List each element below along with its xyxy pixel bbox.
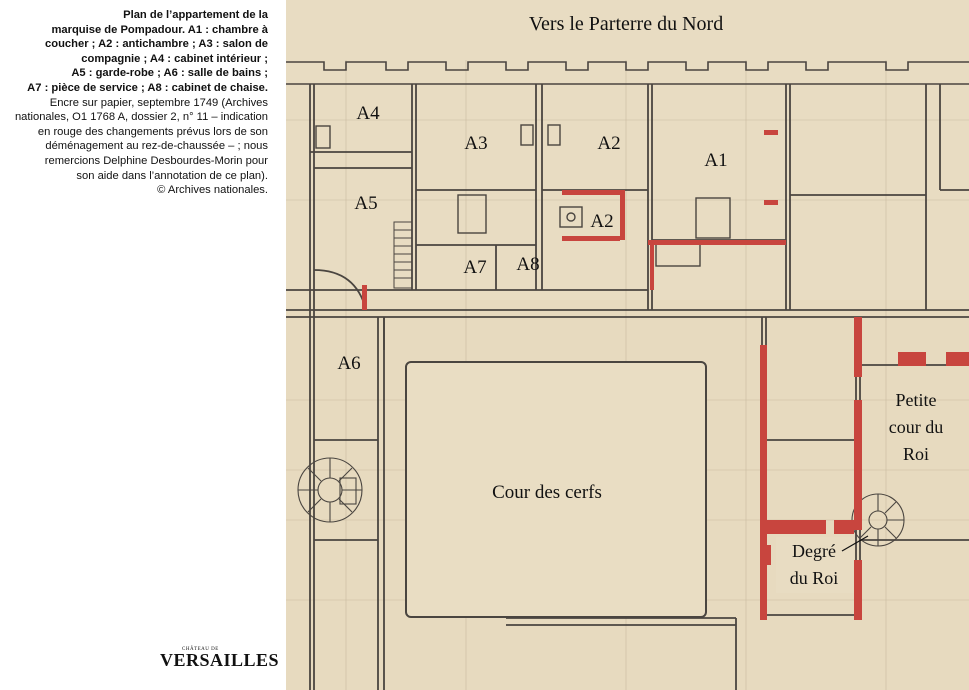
logo-big-text: VERSAILLES [160,650,280,670]
caption-text-3: en rouge des changements prévus lors de … [37,125,268,138]
caption: Plan de l’appartement de la marquise de … [6,8,268,198]
versailles-logo: CHÂTEAU DE VERSAILLES [160,645,279,673]
spiral-staircase-west [297,457,363,523]
label-a1: A1 [704,150,727,171]
logo-small-text: CHÂTEAU DE [182,647,219,652]
label-a7: A7 [463,257,486,278]
degre-pointer [841,535,869,552]
caption-bold-1: Plan de l’appartement de la [123,9,268,21]
label-petite-cour-3: Roi [903,444,929,464]
label-a4: A4 [356,103,380,124]
fixtures [315,124,731,267]
label-a3: A3 [464,133,487,154]
label-petite-cour-1: Petite [896,390,937,410]
caption-text-6: son aide dans l’annotation de ce plan). [76,169,268,182]
courtyard-outline [405,361,707,618]
label-parterre: Vers le Parterre du Nord [529,13,723,35]
label-cour-des-cerfs: Cour des cerfs [492,482,602,503]
label-degre-2: du Roi [790,568,839,588]
caption-text-2: nationales, O1 1768 A, dossier 2, n° 11 … [14,111,268,124]
caption-bold-3: coucher ; A2 : antichambre ; A3 : salon … [45,38,268,51]
label-a2-top: A2 [597,133,620,154]
label-a8: A8 [516,254,539,275]
caption-text-1: Encre sur papier, septembre 1749 (Archiv… [49,96,268,109]
caption-bold-4: compagnie ; A4 : cabinet intérieur ; [81,52,268,65]
caption-bold-5: A5 : garde-robe ; A6 : salle de bains ; [71,67,268,80]
caption-text-5: remercions Delphine Desbourdes-Morin pou… [44,154,268,167]
caption-text-4: déménagement au rez-de-chaussée – ; nous [45,140,268,153]
red-changes [362,130,969,620]
degre-label-background [776,537,854,593]
caption-copyright: © Archives nationales. [157,184,268,197]
caption-bold-2: marquise de Pompadour. A1 : chambre à [51,23,268,36]
north-facade [286,61,969,85]
floor-plan: Vers le Parterre du Nord A4 A5 A3 A2 A2 … [286,0,969,690]
label-a2-bottom: A2 [590,211,613,232]
label-petite-cour-2: cour du [889,417,943,437]
caption-bold-6: A7 : pièce de service ; A8 : cabinet de … [27,81,268,94]
label-a5: A5 [354,193,377,214]
label-degre-1: Degré [792,541,836,561]
label-a6: A6 [337,353,360,374]
staircase-a5 [393,221,413,289]
